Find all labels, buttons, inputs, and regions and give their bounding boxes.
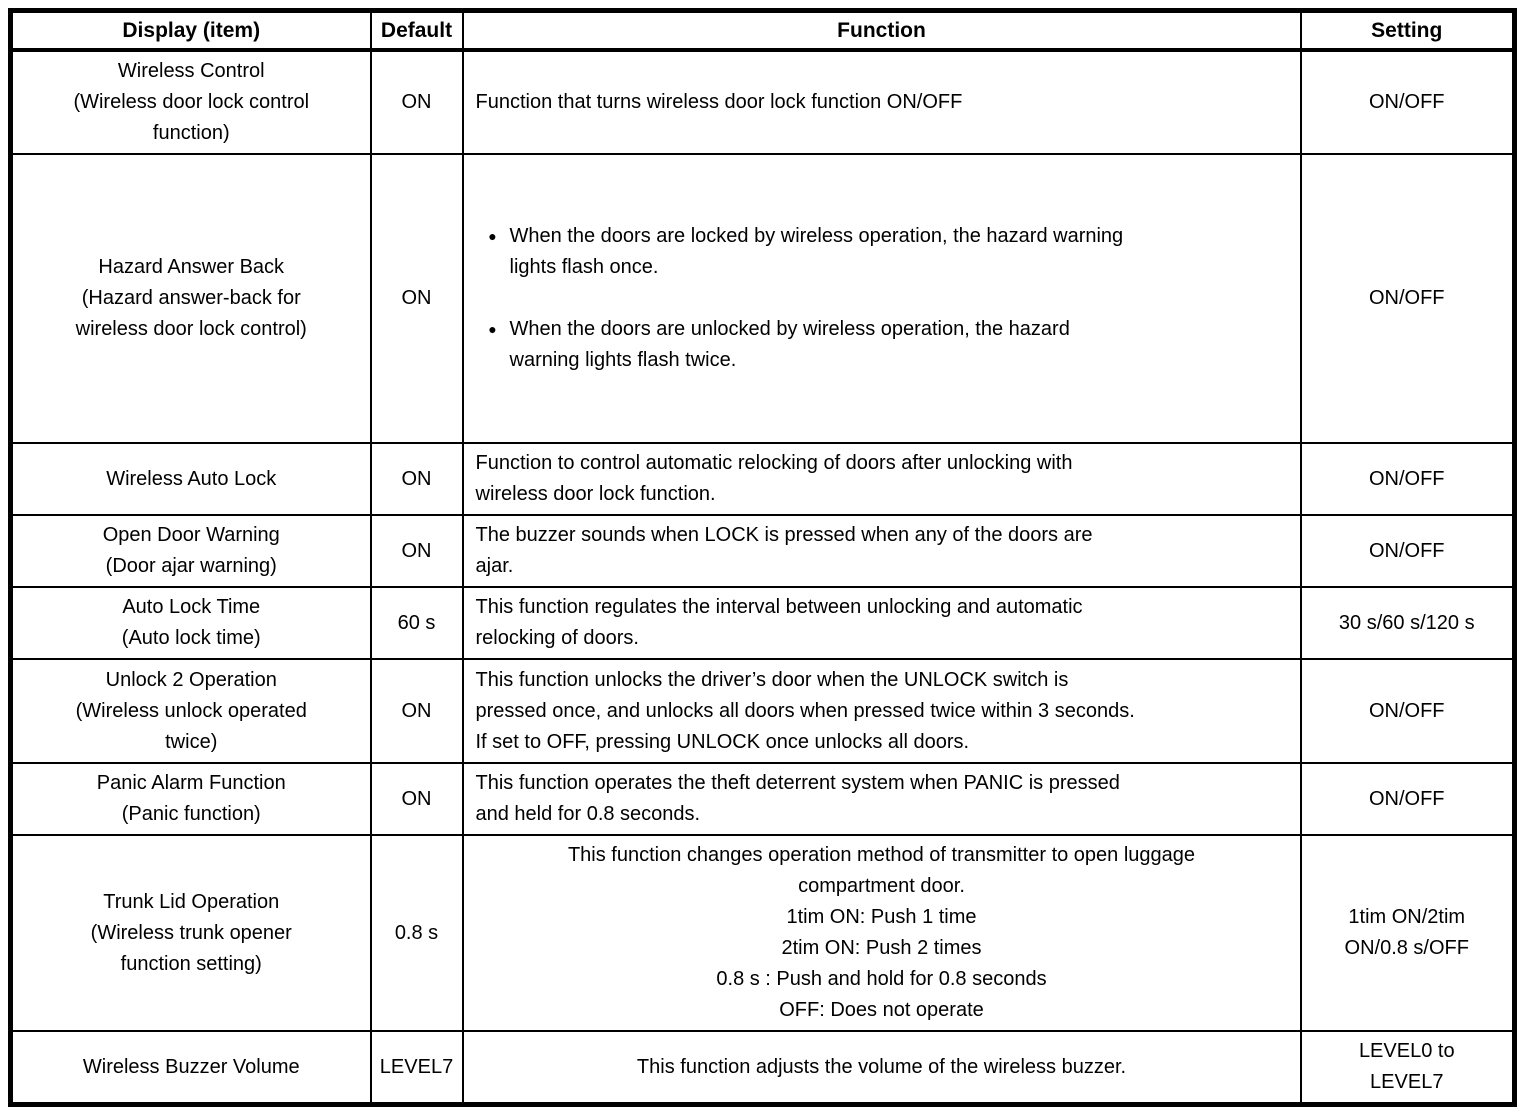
table-row-trunk-lid-operation: Trunk Lid Operation (Wireless trunk open… bbox=[9, 834, 1516, 1032]
function-description-cell: This function changes operation method o… bbox=[461, 834, 1302, 1032]
table-row-unlock-2-operation: Unlock 2 Operation (Wireless unlock oper… bbox=[9, 658, 1516, 764]
column-header-setting: Setting bbox=[1299, 9, 1516, 52]
bullet-icon: ● bbox=[488, 228, 497, 244]
column-header-display: Display (item) bbox=[9, 9, 372, 52]
default-value-cell: LEVEL7 bbox=[369, 1030, 464, 1106]
display-item-cell: Wireless Auto Lock bbox=[9, 442, 372, 516]
table-row-panic-alarm-function: Panic Alarm Function (Panic function) ON… bbox=[9, 762, 1516, 836]
bullet-list: ● When the doors are locked by wireless … bbox=[476, 190, 1294, 407]
default-value-cell: ON bbox=[369, 442, 464, 516]
function-description-cell: The buzzer sounds when LOCK is pressed w… bbox=[461, 514, 1302, 588]
table-row-wireless-control: Wireless Control (Wireless door lock con… bbox=[9, 49, 1516, 155]
table-row-auto-lock-time: Auto Lock Time (Auto lock time) 60 s Thi… bbox=[9, 586, 1516, 660]
function-description-cell: This function regulates the interval bet… bbox=[461, 586, 1302, 660]
display-item-cell: Open Door Warning (Door ajar warning) bbox=[9, 514, 372, 588]
default-value-cell: 60 s bbox=[369, 586, 464, 660]
setting-options-cell: ON/OFF bbox=[1299, 762, 1516, 836]
setting-options-cell: ON/OFF bbox=[1299, 658, 1516, 764]
table-row-open-door-warning: Open Door Warning (Door ajar warning) ON… bbox=[9, 514, 1516, 588]
function-description-cell: Function that turns wireless door lock f… bbox=[461, 49, 1302, 155]
bullet-text: When the doors are unlocked by wireless … bbox=[509, 318, 1070, 371]
setting-options-cell: 30 s/60 s/120 s bbox=[1299, 586, 1516, 660]
function-description-cell: This function unlocks the driver’s door … bbox=[461, 658, 1302, 764]
display-item-cell: Wireless Buzzer Volume bbox=[9, 1030, 372, 1106]
setting-options-cell: ON/OFF bbox=[1299, 49, 1516, 155]
column-header-function: Function bbox=[461, 9, 1302, 52]
display-item-cell: Trunk Lid Operation (Wireless trunk open… bbox=[9, 834, 372, 1032]
column-header-default: Default bbox=[369, 9, 464, 52]
function-description-cell: ● When the doors are locked by wireless … bbox=[461, 153, 1302, 444]
default-value-cell: 0.8 s bbox=[369, 834, 464, 1032]
display-item-cell: Auto Lock Time (Auto lock time) bbox=[9, 586, 372, 660]
setting-options-cell: ON/OFF bbox=[1299, 514, 1516, 588]
default-value-cell: ON bbox=[369, 514, 464, 588]
table-row-wireless-buzzer-volume: Wireless Buzzer Volume LEVEL7 This funct… bbox=[9, 1030, 1516, 1106]
default-value-cell: ON bbox=[369, 658, 464, 764]
bullet-text: When the doors are locked by wireless op… bbox=[509, 225, 1124, 278]
default-value-cell: ON bbox=[369, 153, 464, 444]
table-row-wireless-auto-lock: Wireless Auto Lock ON Function to contro… bbox=[9, 442, 1516, 516]
table-header: Display (item) Default Function Setting bbox=[9, 9, 1516, 52]
bullet-item: ● When the doors are locked by wireless … bbox=[476, 221, 1294, 283]
table-body: Wireless Control (Wireless door lock con… bbox=[9, 49, 1516, 1106]
table-row-hazard-answer-back: Hazard Answer Back (Hazard answer-back f… bbox=[9, 153, 1516, 444]
function-description-cell: This function operates the theft deterre… bbox=[461, 762, 1302, 836]
function-description-cell: Function to control automatic relocking … bbox=[461, 442, 1302, 516]
bullet-icon: ● bbox=[488, 321, 497, 337]
manual-page: Display (item) Default Function Setting … bbox=[8, 8, 1517, 1107]
setting-options-cell: ON/OFF bbox=[1299, 442, 1516, 516]
setting-options-cell: ON/OFF bbox=[1299, 153, 1516, 444]
setting-options-cell: LEVEL0 to LEVEL7 bbox=[1299, 1030, 1516, 1106]
bullet-item: ● When the doors are unlocked by wireles… bbox=[476, 314, 1294, 376]
default-value-cell: ON bbox=[369, 49, 464, 155]
default-value-cell: ON bbox=[369, 762, 464, 836]
display-item-cell: Panic Alarm Function (Panic function) bbox=[9, 762, 372, 836]
display-item-cell: Wireless Control (Wireless door lock con… bbox=[9, 49, 372, 155]
display-item-cell: Unlock 2 Operation (Wireless unlock oper… bbox=[9, 658, 372, 764]
setting-options-cell: 1tim ON/2tim ON/0.8 s/OFF bbox=[1299, 834, 1516, 1032]
wireless-functions-table: Display (item) Default Function Setting … bbox=[8, 8, 1517, 1107]
function-description-cell: This function adjusts the volume of the … bbox=[461, 1030, 1302, 1106]
display-item-cell: Hazard Answer Back (Hazard answer-back f… bbox=[9, 153, 372, 444]
header-row: Display (item) Default Function Setting bbox=[9, 9, 1516, 52]
